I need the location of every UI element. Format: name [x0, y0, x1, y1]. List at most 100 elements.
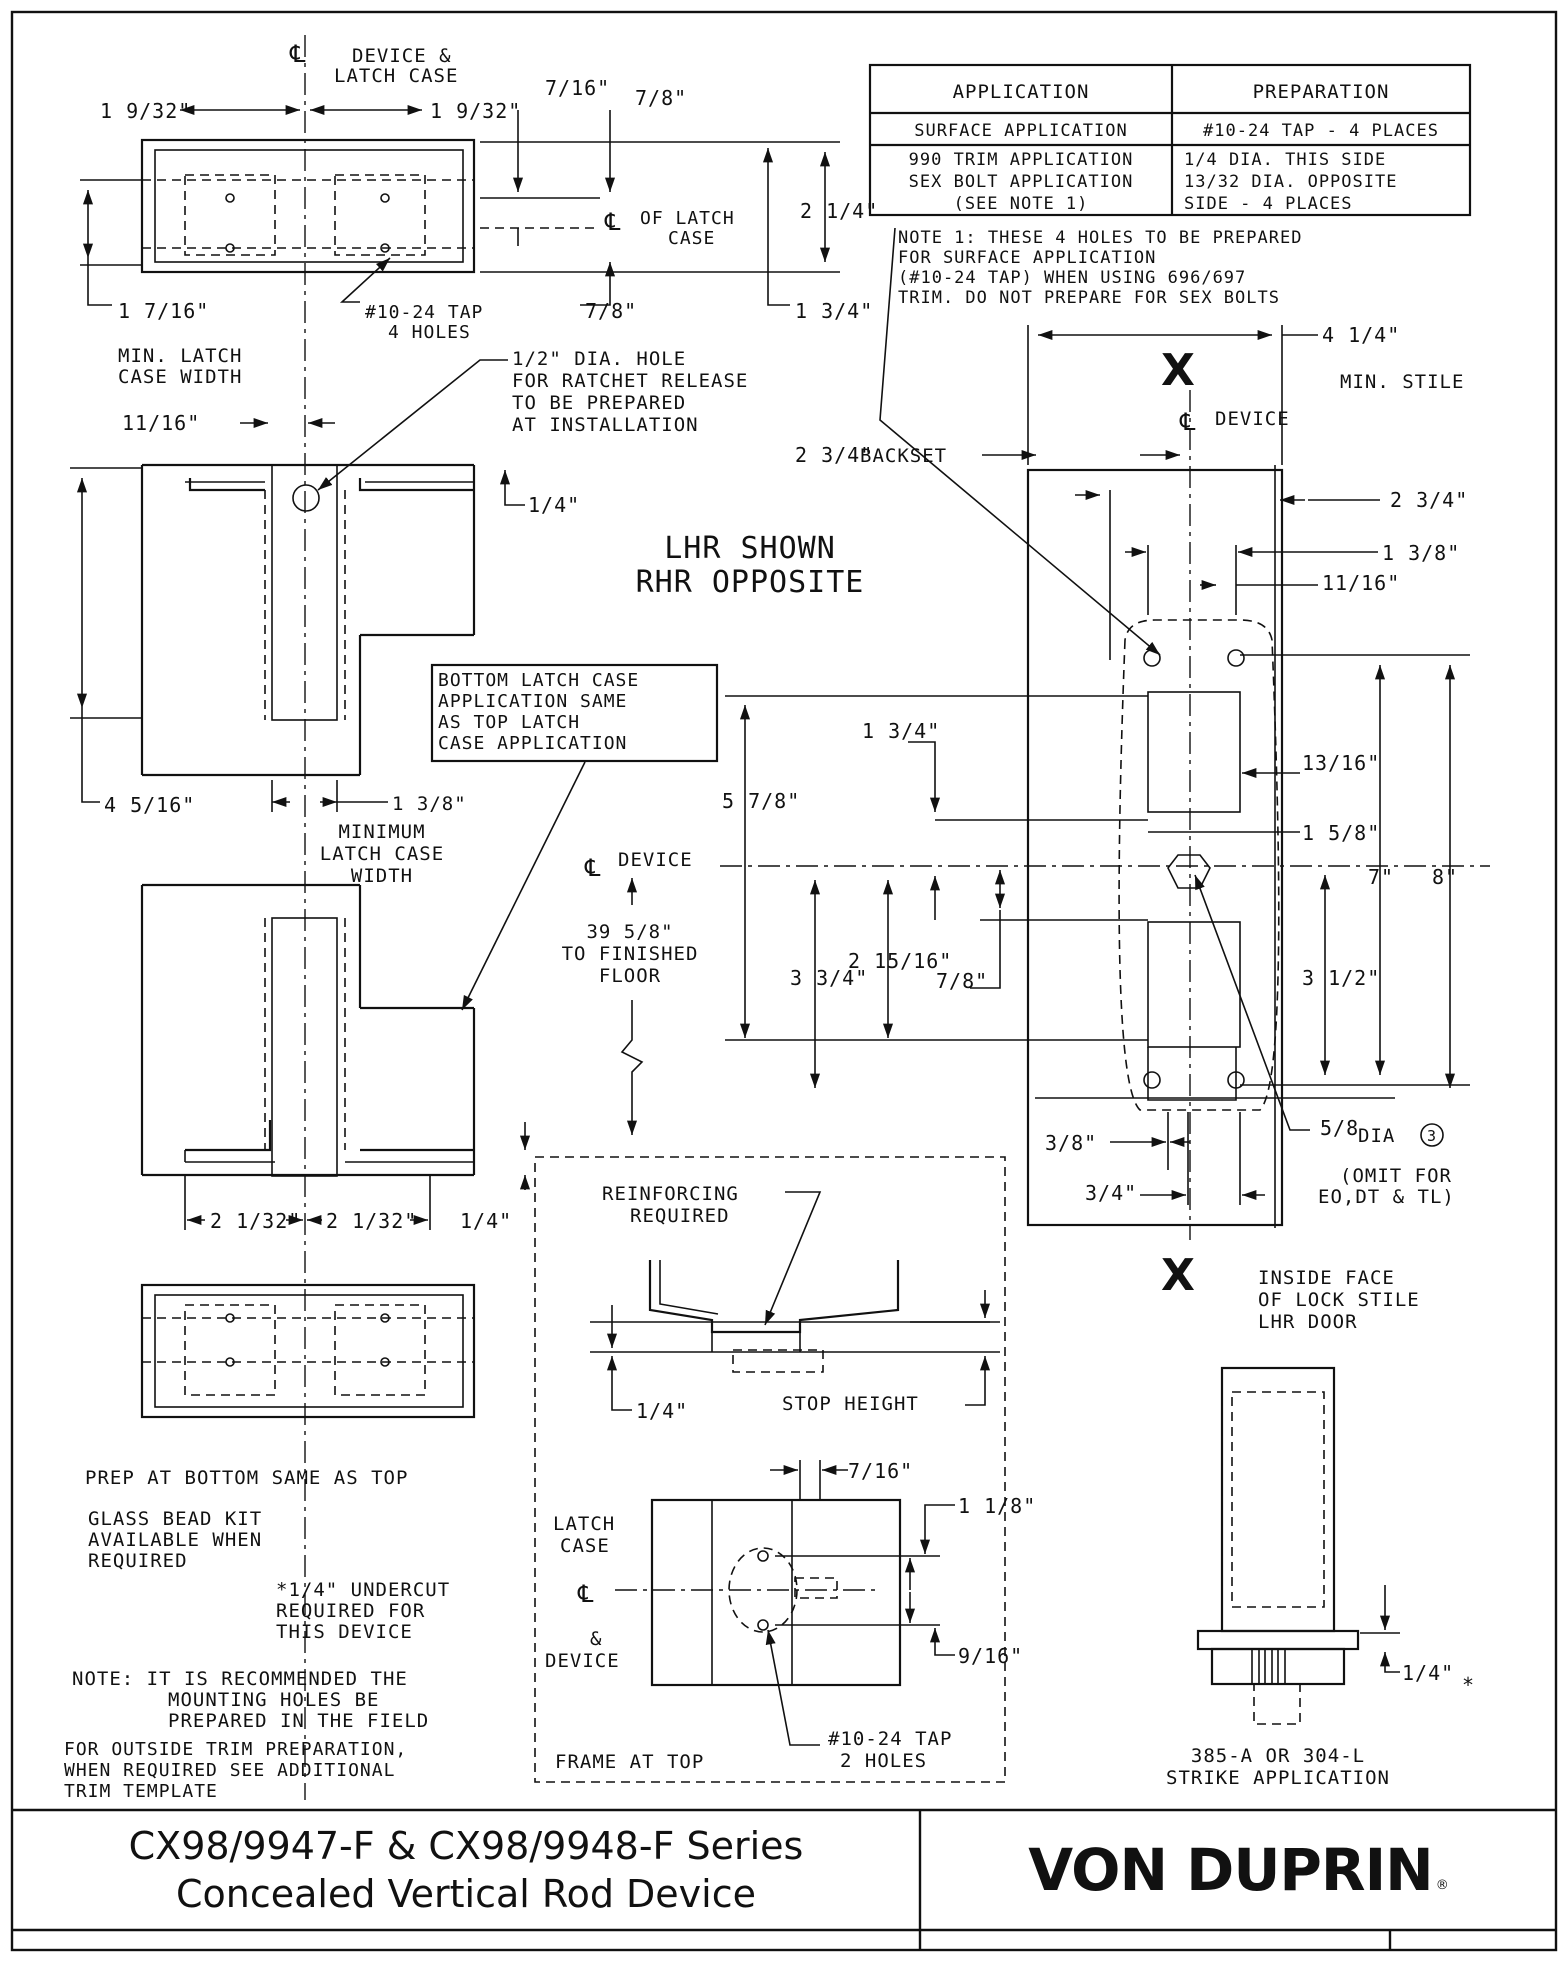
dim-4-5-16: 4 5/16"	[104, 793, 195, 817]
svg-text:℄: ℄	[1179, 408, 1196, 436]
dim-9-16-frame: 9/16"	[958, 1644, 1023, 1668]
dim-left-1-9-32: 1 9/32"	[100, 99, 191, 123]
bottom-note-1: BOTTOM LATCH CASE	[438, 670, 639, 691]
min-latch-3: WIDTH	[351, 865, 413, 887]
ratchet-note-4: AT INSTALLATION	[512, 414, 699, 436]
bottom-prep-note: PREP AT BOTTOM SAME AS TOP	[85, 1467, 408, 1489]
dim-1-4-strike: 1/4"	[1402, 1661, 1454, 1685]
undercut-2: REQUIRED FOR	[276, 1600, 425, 1622]
dim-2-3-4: 2 3/4"	[1390, 488, 1468, 512]
undercut-3: THIS DEVICE	[276, 1621, 413, 1643]
dim-13-16-stile: 13/16"	[1302, 751, 1380, 775]
and-device-2: DEVICE	[545, 1650, 620, 1672]
floor-2: TO FINISHED	[562, 943, 699, 965]
table-header-preparation: PREPARATION	[1253, 81, 1390, 103]
dim-1-1-8-frame: 1 1/8"	[958, 1494, 1036, 1518]
cl-label-1: DEVICE &	[352, 45, 452, 67]
dim-right-1-9-32: 1 9/32"	[430, 99, 521, 123]
x-marker-bottom: X	[1161, 1250, 1195, 1301]
dim-7-16: 7/16"	[545, 76, 610, 100]
min-stile-label: MIN. STILE	[1340, 371, 1464, 393]
latch-case-cl-2: CASE	[668, 228, 715, 249]
dim-11-16: 11/16"	[122, 411, 200, 435]
dim-1-4-side: 1/4"	[528, 493, 580, 517]
svg-text:℄: ℄	[289, 40, 306, 68]
dim-2-1-4: 2 1/4"	[800, 199, 878, 223]
frame-tap-1: #10-24 TAP	[828, 1728, 952, 1750]
glass-bead-3: REQUIRED	[88, 1550, 188, 1572]
table-row2-preparation-3: SIDE - 4 PLACES	[1184, 194, 1353, 214]
frame-tap-2: 2 HOLES	[840, 1750, 927, 1772]
ratchet-note-1: 1/2" DIA. HOLE	[512, 348, 686, 370]
dia-label: DIA	[1358, 1125, 1395, 1147]
title-block: CX98/9947-F & CX98/9948-F Series Conceal…	[12, 1810, 920, 1930]
mounting-3: PREPARED IN THE FIELD	[168, 1710, 429, 1732]
inside-face-1: INSIDE FACE	[1258, 1267, 1395, 1289]
ratchet-note-2: FOR RATCHET RELEASE	[512, 370, 748, 392]
stop-height-label: STOP HEIGHT	[782, 1393, 919, 1415]
dim-1-3-8-side: 1 3/8"	[392, 793, 467, 815]
svg-text:℄: ℄	[584, 854, 601, 882]
left-notes: GLASS BEAD KIT AVAILABLE WHEN REQUIRED *…	[64, 1508, 449, 1802]
tap-label-2: 4 HOLES	[388, 322, 471, 343]
table-row2-application-3: (SEE NOTE 1)	[954, 194, 1089, 214]
title-line-2: Concealed Vertical Rod Device	[176, 1872, 756, 1916]
ratchet-note-3: TO BE PREPARED	[512, 392, 686, 414]
dim-1-5-8-stile: 1 5/8"	[1302, 821, 1380, 845]
reinforcing-1: REINFORCING	[602, 1183, 739, 1205]
handing-line-2: RHR OPPOSITE	[636, 565, 865, 600]
stile-view: X X ℄ DEVICE 4 1/4" MIN. STILE 2 3/4" BA…	[722, 323, 1470, 1333]
dim-1-3-4: 1 3/4"	[795, 299, 873, 323]
brand-registered-mark: ®	[1435, 1877, 1449, 1893]
note-1: NOTE 1: THESE 4 HOLES TO BE PREPARED FOR…	[879, 227, 1302, 656]
table-row2-preparation-1: 1/4 DIA. THIS SIDE	[1184, 150, 1386, 170]
dim-3-1-2-stile: 3 1/2"	[1302, 966, 1380, 990]
dim-1-4-lower: 1/4"	[460, 1209, 512, 1233]
glass-bead-1: GLASS BEAD KIT	[88, 1508, 262, 1530]
svg-text:℄: ℄	[604, 208, 621, 236]
title-line-1: CX98/9947-F & CX98/9948-F Series	[128, 1824, 804, 1868]
bottom-latch-case-view: PREP AT BOTTOM SAME AS TOP	[85, 1283, 476, 1489]
dim-7-8-top: 7/8"	[635, 86, 687, 110]
upper-side-view: 4 5/16" 11/16" 1/4" 1 3/8" MINIMUM LATCH…	[70, 411, 580, 887]
backset-label: BACKSET	[860, 445, 947, 467]
table-row1-application: SURFACE APPLICATION	[914, 121, 1127, 141]
dim-1-7-16: 1 7/16"	[118, 299, 209, 323]
floor-1: 39 5/8"	[586, 921, 673, 943]
dim-7-8-stile: 7/8"	[936, 969, 988, 993]
note-1-line-2: FOR SURFACE APPLICATION	[898, 248, 1156, 268]
lower-side-view: 2 1/32" 2 1/32" 1/4"	[140, 883, 531, 1233]
table-row1-preparation: #10-24 TAP - 4 PLACES	[1203, 121, 1439, 141]
device-centerline-callout: ℄ DEVICE 39 5/8" TO FINISHED FLOOR	[562, 849, 1490, 1135]
tap-label-1: #10-24 TAP	[365, 302, 483, 323]
brand-name: VON DUPRIN	[1028, 1836, 1433, 1904]
dim-1-3-8-stile: 1 3/8"	[1382, 541, 1460, 565]
min-latch-1: MINIMUM	[338, 821, 425, 843]
strike-label-2: STRIKE APPLICATION	[1166, 1767, 1390, 1789]
bottom-note-2: APPLICATION SAME	[438, 691, 627, 712]
inside-face-3: LHR DOOR	[1258, 1311, 1358, 1333]
ratchet-release-note: 1/2" DIA. HOLE FOR RATCHET RELEASE TO BE…	[317, 348, 748, 491]
latch-case-cl-1: OF LATCH	[640, 208, 735, 229]
bottom-note-3: AS TOP LATCH	[438, 712, 580, 733]
dim-2-15-16-stile: 2 15/16"	[848, 949, 952, 973]
backset-value: 2 3/4"	[795, 443, 873, 467]
sheet-border	[10, 10, 1558, 1952]
and-device-1: &	[590, 1628, 602, 1650]
handing-line-1: LHR SHOWN	[664, 531, 836, 566]
dim-3-8-stile: 3/8"	[1045, 1131, 1097, 1155]
dim-5-7-8: 5 7/8"	[722, 789, 800, 813]
dim-2-1-32-right: 2 1/32"	[326, 1209, 417, 1233]
note-1-line-1: NOTE 1: THESE 4 HOLES TO BE PREPARED	[898, 228, 1302, 248]
svg-text:℄: ℄	[577, 1580, 594, 1608]
table-row2-application-2: SEX BOLT APPLICATION	[909, 172, 1134, 192]
table-header-application: APPLICATION	[953, 81, 1090, 103]
omit-2: EO,DT & TL)	[1318, 1186, 1455, 1208]
dim-1-4-frame: 1/4"	[636, 1399, 688, 1423]
mounting-1: NOTE: IT IS RECOMMENDED THE	[72, 1668, 408, 1690]
note-1-line-3: (#10-24 TAP) WHEN USING 696/697	[898, 268, 1246, 288]
device-cl-label: DEVICE	[618, 849, 693, 871]
stile-device-label: DEVICE	[1215, 408, 1290, 430]
